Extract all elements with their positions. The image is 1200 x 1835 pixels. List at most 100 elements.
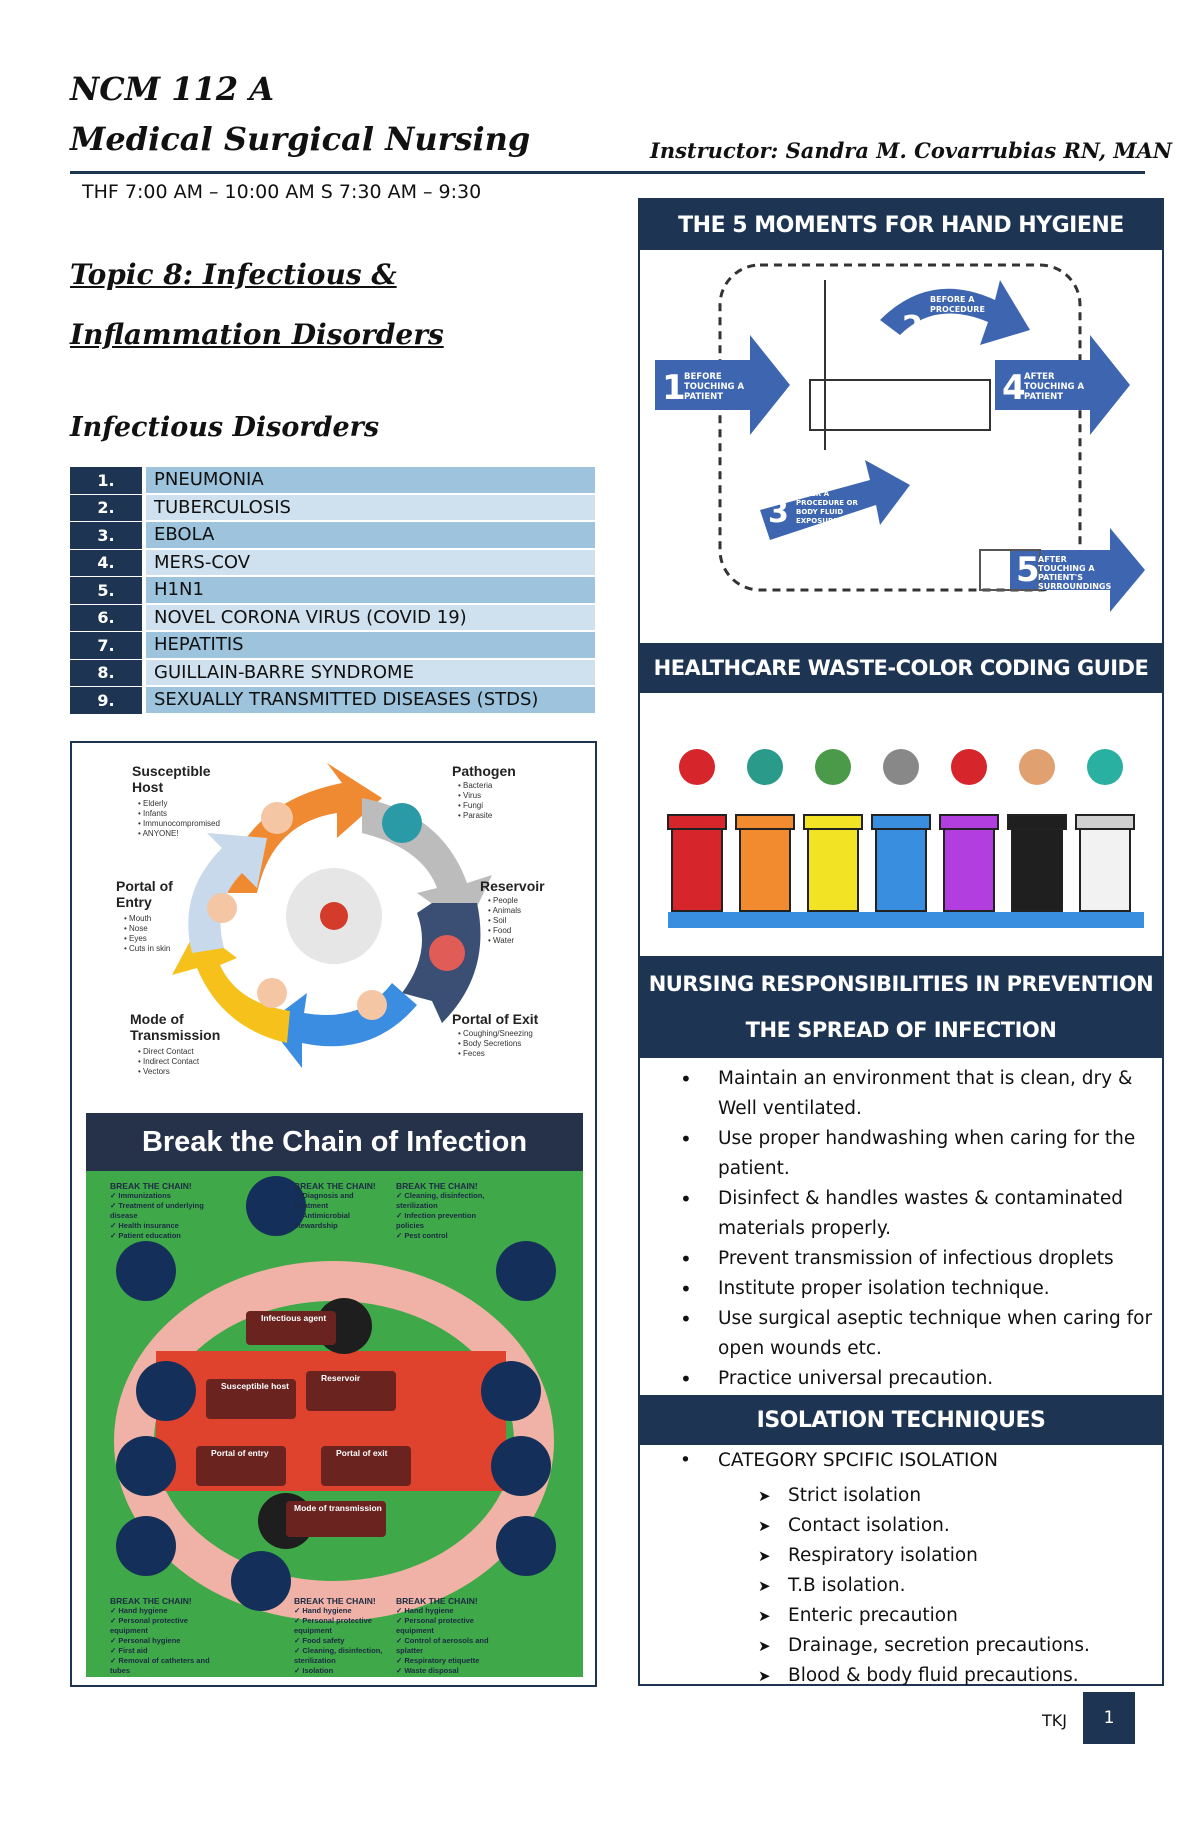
- break-head: BREAK THE CHAIN!: [396, 1181, 478, 1191]
- mode-transmission-list: • Direct Contact• Indirect Contact• Vect…: [138, 1047, 199, 1077]
- isolation-category-label: CATEGORY SPCIFIC ISOLATION: [718, 1450, 998, 1471]
- break-bl-list: ✓ Hand hygiene✓ Personal protective equi…: [110, 1606, 210, 1676]
- mode-box: [286, 1501, 386, 1537]
- isolation-list: Strict isolationContact isolation.Respir…: [758, 1481, 1090, 1691]
- hand-hygiene-graphic: [655, 263, 1145, 612]
- susceptible-host-list: • Elderly• Infants• Immunocompromised• A…: [138, 799, 220, 839]
- bucket-icon: [496, 1241, 556, 1301]
- isolation-category: CATEGORY SPCIFIC ISOLATION: [680, 1450, 998, 1471]
- portal-exit-label: Portal of Exit: [452, 1011, 539, 1027]
- virus-icon: [320, 902, 348, 930]
- break-chain-item: ✓ Treatment of underlying disease: [110, 1201, 204, 1220]
- list-item: • Bacteria: [458, 781, 493, 790]
- bin-lid: [803, 814, 863, 830]
- waste-bin: [875, 828, 927, 912]
- isolation-item: Enteric precaution: [758, 1601, 1090, 1631]
- course-name: Medical Surgical Nursing: [70, 120, 531, 158]
- break-head: BREAK THE CHAIN!: [294, 1596, 376, 1606]
- class-schedule: THF 7:00 AM – 10:00 AM S 7:30 AM – 9:30: [82, 181, 482, 203]
- moment5-number: 5: [1016, 550, 1040, 590]
- list-item: • Animals: [488, 906, 522, 915]
- coughing-person-icon: [357, 990, 387, 1020]
- mode-label: Mode of transmission: [294, 1503, 382, 1513]
- bed-icon: [809, 379, 991, 431]
- portal-entry-list: • Mouth• Nose• Eyes• Cuts in skin: [124, 914, 170, 954]
- break-tl-list: ✓ Immunizations✓ Treatment of underlying…: [110, 1191, 210, 1241]
- break-tr-list: ✓ Cleaning, disinfection, sterilization✓…: [396, 1191, 496, 1241]
- break-chain-item: ✓ Health insurance: [110, 1221, 179, 1230]
- disorder-name: H1N1: [146, 577, 595, 605]
- cycle-graphic: [172, 763, 492, 1068]
- section-heading: Infectious Disorders: [70, 412, 380, 443]
- pathogen-list: • Bacteria• Virus• Fungi• Parasite: [458, 781, 492, 821]
- disorder-row: 1.PNEUMONIA: [70, 467, 595, 495]
- break-chain-item: ✓ Cleaning, disinfection, sterilization: [294, 1646, 383, 1665]
- break-br-list: ✓ Hand hygiene✓ Personal protective equi…: [396, 1606, 496, 1676]
- moment1-number: 1: [662, 368, 686, 408]
- disorder-row: 4.MERS-COV: [70, 549, 595, 577]
- chain-cycle-diagram: Susceptible Host • Elderly• Infants• Imm…: [72, 743, 595, 1108]
- break-chain-item: ✓ Personal hygiene: [110, 1636, 181, 1645]
- list-item: • Immunocompromised: [138, 819, 220, 828]
- moment3-arrow: [760, 460, 910, 540]
- waste-item-icon: [747, 749, 783, 785]
- break-head: BREAK THE CHAIN!: [110, 1181, 192, 1191]
- disorder-number: 6.: [70, 604, 142, 632]
- isolation-item: T.B isolation.: [758, 1571, 1090, 1601]
- break-chain-item: ✓ Control of aerosols and splatter: [396, 1636, 489, 1655]
- break-head: BREAK THE CHAIN!: [396, 1596, 478, 1606]
- break-chain-item: ✓ Isolation: [294, 1666, 334, 1675]
- break-chain-item: ✓ Diagnosis and treatment: [294, 1191, 354, 1210]
- reservoir-box: [306, 1371, 396, 1411]
- isolation-item: Respiratory isolation: [758, 1541, 1090, 1571]
- waste-bin: [1011, 828, 1063, 912]
- break-chain-item: ✓ Personal protective equipment: [110, 1616, 188, 1635]
- topic-title-line1: Topic 8: Infectious &: [70, 258, 397, 291]
- isolation-item: Blood & body fluid precautions.: [758, 1661, 1090, 1691]
- portal-entry-label: Portal of Entry: [116, 878, 173, 910]
- instructor-name: Instructor: Sandra M. Covarrubias RN, MA…: [650, 138, 1173, 163]
- list-item: • Water: [488, 936, 515, 945]
- face-icon: [207, 893, 237, 923]
- isolation-title: ISOLATION TECHNIQUES: [640, 1395, 1162, 1445]
- break-chain-item: ✓ Cleaning, disinfection, sterilization: [396, 1191, 485, 1210]
- waste-bin: [739, 828, 791, 912]
- break-tm: BREAK THE CHAIN! ✓ Diagnosis and treatme…: [294, 1181, 384, 1231]
- moment2-text: BEFORE A PROCEDURE: [930, 295, 985, 314]
- segment-mode: [172, 928, 290, 1043]
- waste-bin: [671, 828, 723, 912]
- list-item: • Body Secretions: [458, 1039, 522, 1048]
- disorder-name: TUBERCULOSIS: [146, 494, 595, 522]
- moment4-arrow: [995, 335, 1130, 435]
- list-item: • Virus: [458, 791, 482, 800]
- break-tl: BREAK THE CHAIN! ✓ Immunizations✓ Treatm…: [110, 1181, 210, 1241]
- break-chain-item: ✓ Antimicrobial stewardship: [294, 1211, 351, 1230]
- reservoir-label: Reservoir: [480, 878, 545, 894]
- waste-bins-figure: [640, 697, 1162, 952]
- disorder-number: 9.: [70, 687, 142, 715]
- break-bm-list: ✓ Hand hygiene✓ Personal protective equi…: [294, 1606, 394, 1676]
- disorder-row: 2.TUBERCULOSIS: [70, 494, 595, 522]
- agent-label: Infectious agent: [261, 1313, 327, 1323]
- host-box: [206, 1379, 296, 1419]
- sneeze-icon: [491, 1436, 551, 1496]
- chain-of-infection-figure: Susceptible Host • Elderly• Infants• Imm…: [70, 741, 597, 1687]
- break-bl: BREAK THE CHAIN! ✓ Hand hygiene✓ Persona…: [110, 1596, 210, 1676]
- hand-hygiene-title: THE 5 MOMENTS FOR HAND HYGIENE: [640, 200, 1162, 250]
- sneezing-person-icon: [261, 802, 293, 834]
- disorder-row: 7.HEPATITIS: [70, 632, 595, 660]
- footer-initials: TKJ: [1042, 1711, 1067, 1730]
- disorder-number: 2.: [70, 494, 142, 522]
- waste-item-icon: [883, 749, 919, 785]
- disorder-row: 5.H1N1: [70, 577, 595, 605]
- break-head: BREAK THE CHAIN!: [110, 1596, 192, 1606]
- disorder-name: MERS-COV: [146, 549, 595, 577]
- break-bm: BREAK THE CHAIN! ✓ Hand hygiene✓ Persona…: [294, 1596, 394, 1676]
- waste-bin: [943, 828, 995, 912]
- moment4-text: AFTER TOUCHING A PATIENT: [1024, 372, 1085, 402]
- handwashing-icon: [231, 1551, 291, 1611]
- first-aid-icon: [116, 1516, 176, 1576]
- break-chain-item: ✓ Infection prevention policies: [396, 1211, 477, 1230]
- break-chain-item: ✓ Respiratory etiquette: [396, 1656, 480, 1665]
- waste-item-icon: [1019, 749, 1055, 785]
